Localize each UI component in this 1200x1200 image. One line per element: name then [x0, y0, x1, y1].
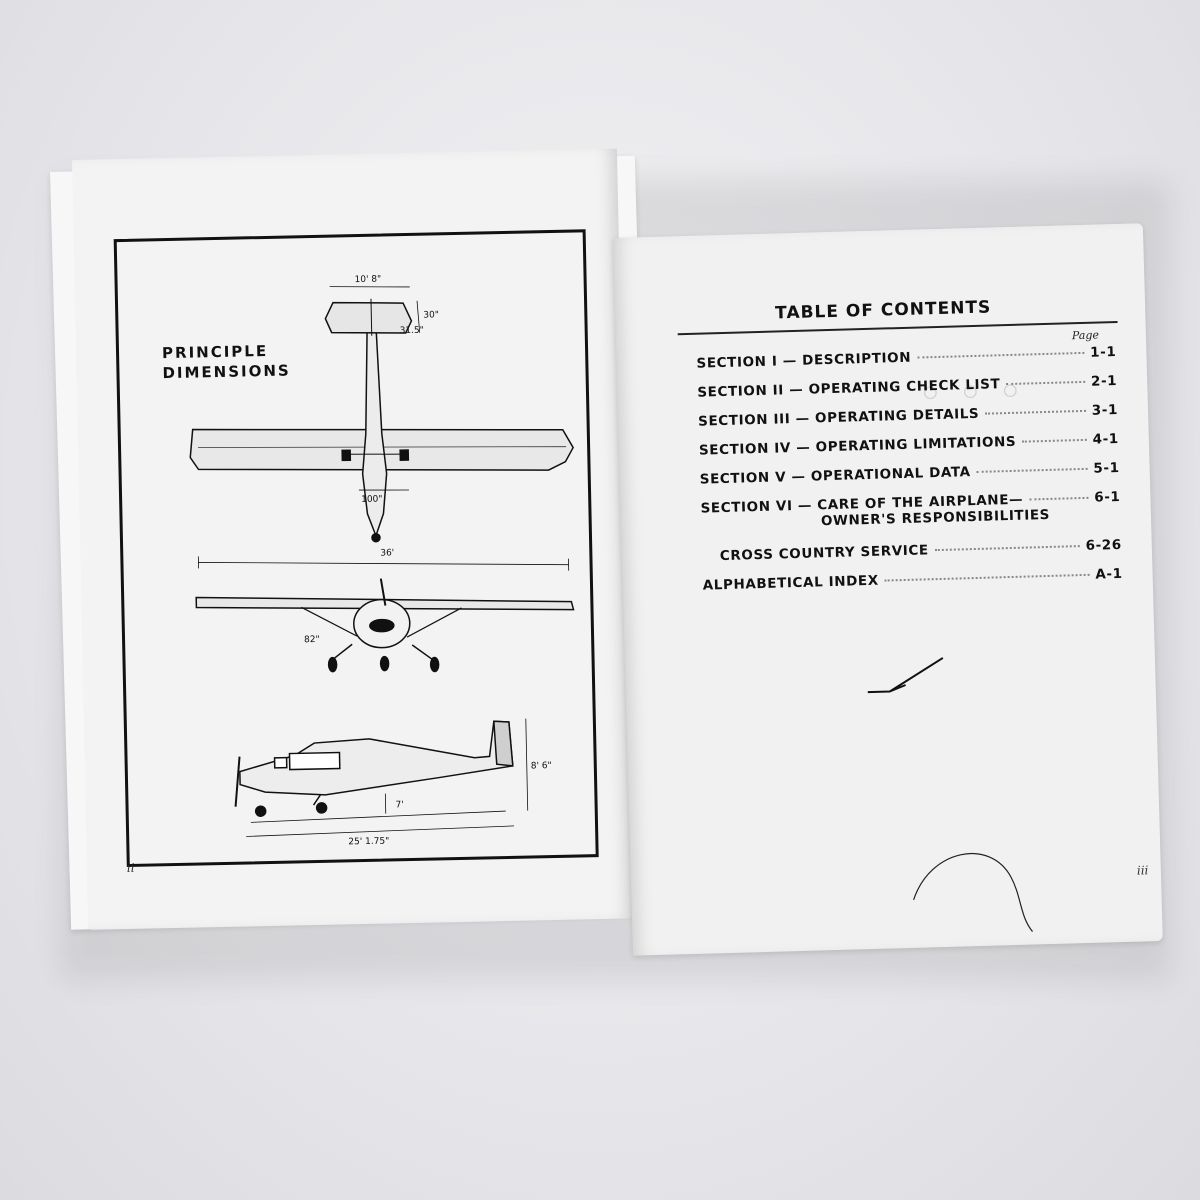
toc-rule — [677, 320, 1118, 336]
left-page: PRINCIPLE DIMENSIONS — [72, 148, 634, 930]
toc-entry-page: 6-1 — [1094, 488, 1121, 506]
dim-label: 82" — [304, 635, 320, 645]
dim-label: 31.5" — [400, 326, 424, 337]
leader-dots — [1029, 496, 1089, 501]
dim-label: 30" — [423, 310, 439, 320]
top-view — [189, 286, 574, 543]
dim-label: 25' 1.75" — [348, 837, 389, 848]
dim-label: 10' 8" — [354, 275, 381, 286]
side-view — [234, 718, 529, 837]
page-number-left: ii — [126, 860, 135, 876]
front-view — [195, 556, 575, 673]
toc-entry-page: 1-1 — [1089, 343, 1117, 361]
toc-entry-page: 4-1 — [1092, 430, 1120, 448]
pen-scribble — [913, 853, 1033, 932]
toc-title: TABLE OF CONTENTS — [774, 297, 992, 324]
toc-entry-page: A-1 — [1095, 565, 1123, 583]
leader-dots — [917, 351, 1085, 359]
toc-entry-page: 5-1 — [1093, 459, 1120, 477]
leader-dots — [884, 573, 1090, 582]
dim-label: 8' 6" — [531, 761, 552, 771]
dim-label: 7' — [395, 800, 403, 810]
leader-dots — [985, 409, 1086, 415]
right-page: ◦ ◦ ◦ TABLE OF CONTENTS Page SECTION I —… — [613, 223, 1163, 956]
toc-list: SECTION I — DESCRIPTION 1-1 SECTION II —… — [696, 344, 1123, 607]
dim-label: 36' — [380, 548, 394, 558]
leader-dots — [976, 467, 1088, 473]
leader-dots — [1022, 438, 1087, 443]
toc-entry-title: CROSS COUNTRY SERVICE — [719, 542, 929, 565]
dim-label: 100" — [361, 495, 383, 505]
toc-entry-title: SECTION I — DESCRIPTION — [696, 349, 912, 372]
toc-entry-page: 3-1 — [1091, 401, 1119, 419]
page-number-right: iii — [1136, 863, 1149, 878]
toc-entry-page: 6-26 — [1085, 536, 1122, 554]
page-column-label: Page — [1071, 328, 1100, 343]
ink-check-mark — [867, 657, 944, 694]
toc-entry-page: 2-1 — [1090, 372, 1118, 390]
leader-dots — [1006, 380, 1086, 386]
airplane-three-view-drawing: 10' 8" 30" 31.5" 100" 36' 82" 8' 6" 7' 2… — [189, 275, 575, 848]
leader-dots — [934, 545, 1080, 552]
